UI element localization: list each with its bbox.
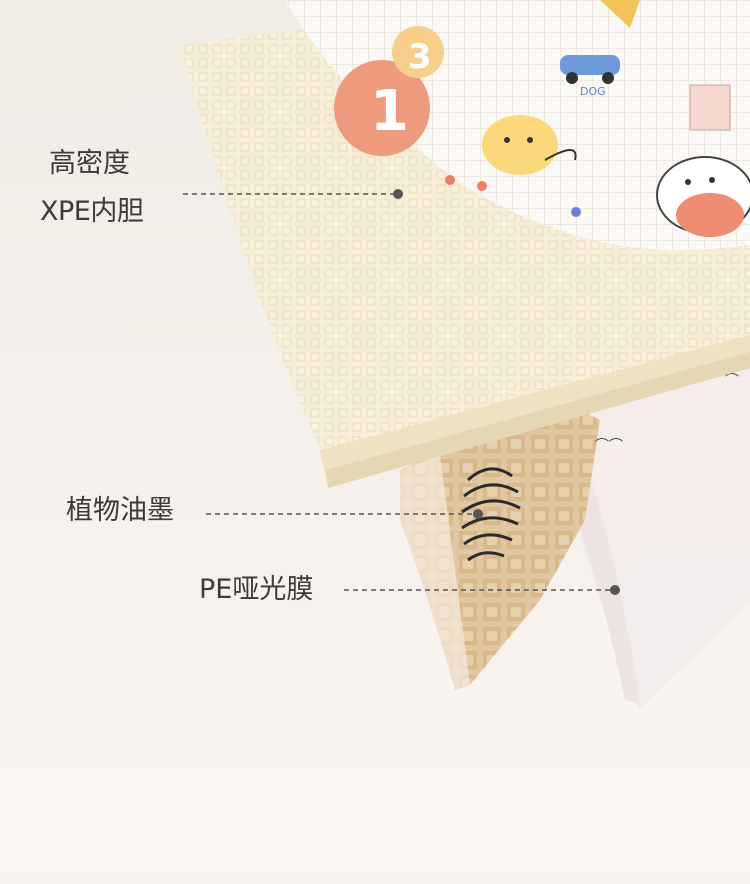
- stripe-print: [461, 467, 521, 562]
- number-3-badge: 3: [392, 26, 444, 78]
- svg-text:⌒⌒: ⌒⌒: [595, 438, 623, 454]
- small-print-marks: ⌒⌒ ⌒: [595, 373, 739, 454]
- tulip-flowers: [445, 175, 581, 217]
- label-plant-ink: 植物油墨: [66, 495, 174, 526]
- yellow-triangle: [600, 0, 640, 28]
- leader-dots: [393, 189, 620, 595]
- number-1-badge: 1: [334, 60, 430, 156]
- label-pe-matte-film: PE哑光膜: [199, 574, 314, 605]
- svg-text:1: 1: [370, 79, 409, 144]
- pink-card: [689, 84, 731, 131]
- leader-dot-film: [610, 585, 620, 595]
- svg-text:⌒: ⌒: [725, 373, 739, 389]
- cat-character: [482, 115, 577, 175]
- label-xpe-core: XPE内胆: [40, 196, 144, 227]
- svg-text:DOG: DOG: [580, 85, 606, 98]
- leader-dot-xpe: [393, 189, 403, 199]
- car-drawing: DOG: [560, 55, 620, 98]
- fat-cat-character: [656, 156, 750, 237]
- bottom-strip: [0, 872, 750, 884]
- leader-lines: [183, 193, 614, 591]
- xpe-foam-edge-shadow: [326, 352, 750, 488]
- leader-dot-ink: [473, 509, 483, 519]
- svg-text:3: 3: [408, 37, 432, 77]
- label-high-density: 高密度: [49, 148, 130, 179]
